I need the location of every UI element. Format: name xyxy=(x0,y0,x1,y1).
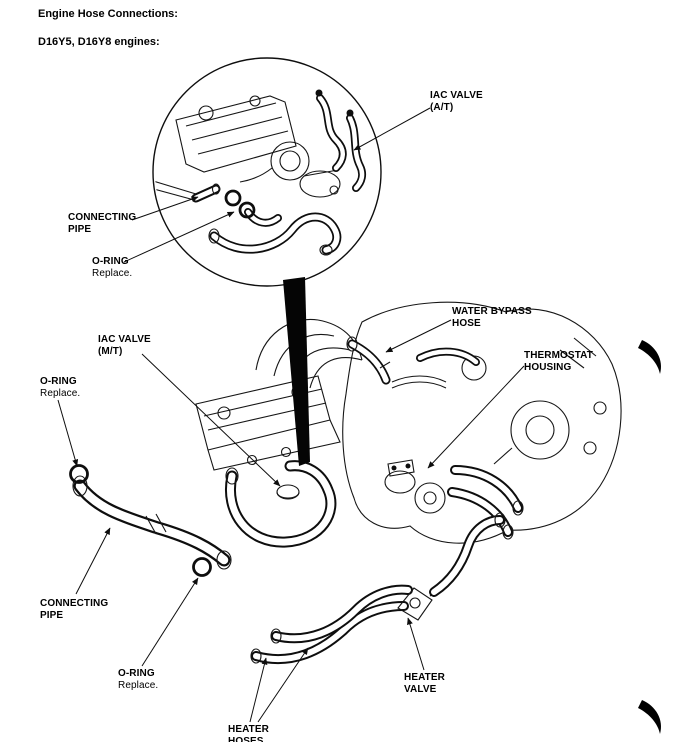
o-ring-part-bottom xyxy=(192,557,212,577)
callout-line: Replace. xyxy=(40,387,81,399)
callout-line: CONNECTING xyxy=(68,212,137,223)
callout-line: HOUSING xyxy=(524,361,572,373)
transmission-housing xyxy=(342,301,622,544)
callout-line: PIPE xyxy=(68,223,92,235)
callout-line: WATER BYPASS xyxy=(452,306,532,317)
callout-line: O-RING xyxy=(118,668,155,679)
o-ring-part-left xyxy=(69,464,89,484)
callout-water-bypass-hose: WATER BYPASS HOSE xyxy=(452,306,532,329)
detail-o-rings xyxy=(224,189,256,219)
engine-drawing xyxy=(69,301,622,665)
callout-line: PIPE xyxy=(40,609,64,621)
heater-hoses-part xyxy=(250,584,413,665)
callout-line: IAC VALVE xyxy=(98,334,151,345)
magnifier-detail-view xyxy=(152,57,382,287)
callout-iac-valve-mt: IAC VALVE (M/T) xyxy=(98,334,151,357)
leader-lines xyxy=(57,107,525,723)
page-title: Engine Hose Connections: xyxy=(38,8,178,20)
heater-outlet-hose xyxy=(429,512,506,597)
callout-line: HOSE xyxy=(452,317,481,329)
callout-line: THERMOSTAT xyxy=(524,350,593,361)
center-hose-loop xyxy=(225,460,337,548)
callout-connecting-pipe-bottom: CONNECTING PIPE xyxy=(40,598,108,621)
callout-o-ring-bottom: O-RING Replace. xyxy=(118,668,158,691)
water-bypass-hose-part xyxy=(346,336,391,385)
detail-throttle-body xyxy=(239,141,310,183)
callout-iac-valve-at: IAC VALVE (A/T) xyxy=(430,90,483,113)
binding-mark-bottom xyxy=(638,700,662,734)
callout-line: IAC VALVE xyxy=(430,90,483,101)
callout-thermostat-housing: THERMOSTAT HOUSING xyxy=(524,350,593,373)
page-subtitle: D16Y5, D16Y8 engines: xyxy=(38,36,160,48)
detail-manifold xyxy=(299,169,341,198)
callout-line: O-RING xyxy=(40,376,77,387)
binding-mark-top xyxy=(638,340,662,374)
callout-connecting-pipe-top: CONNECTING PIPE xyxy=(68,212,136,235)
iac-valve-mt-part xyxy=(276,484,300,500)
callout-line: Replace. xyxy=(92,267,133,279)
callout-line: O-RING xyxy=(92,256,129,267)
callout-line: (A/T) xyxy=(430,101,454,113)
callout-line: HEATER xyxy=(228,724,269,735)
upper-hoses xyxy=(391,347,480,389)
callout-heater-valve: HEATER VALVE xyxy=(404,672,445,695)
callout-heater-hoses: HEATER HOSES xyxy=(228,724,269,742)
callout-line: HEATER xyxy=(404,672,445,683)
callout-line: (M/T) xyxy=(98,345,123,357)
detail-connecting-pipe xyxy=(155,179,221,203)
magnifier-pointer-wedge xyxy=(283,277,310,466)
thermostat-housing-part xyxy=(384,459,416,494)
callout-line: HOSES xyxy=(228,735,264,742)
callout-line: Replace. xyxy=(118,679,159,691)
right-hoses xyxy=(447,465,524,540)
connecting-pipe-part xyxy=(72,475,232,570)
callout-line: VALVE xyxy=(404,683,437,695)
cylinder-head xyxy=(207,419,341,471)
callout-line: CONNECTING xyxy=(40,598,109,609)
detail-valve-cover xyxy=(175,95,297,173)
callout-o-ring-left: O-RING Replace. xyxy=(40,376,80,399)
callout-o-ring-top: O-RING Replace. xyxy=(92,256,132,279)
